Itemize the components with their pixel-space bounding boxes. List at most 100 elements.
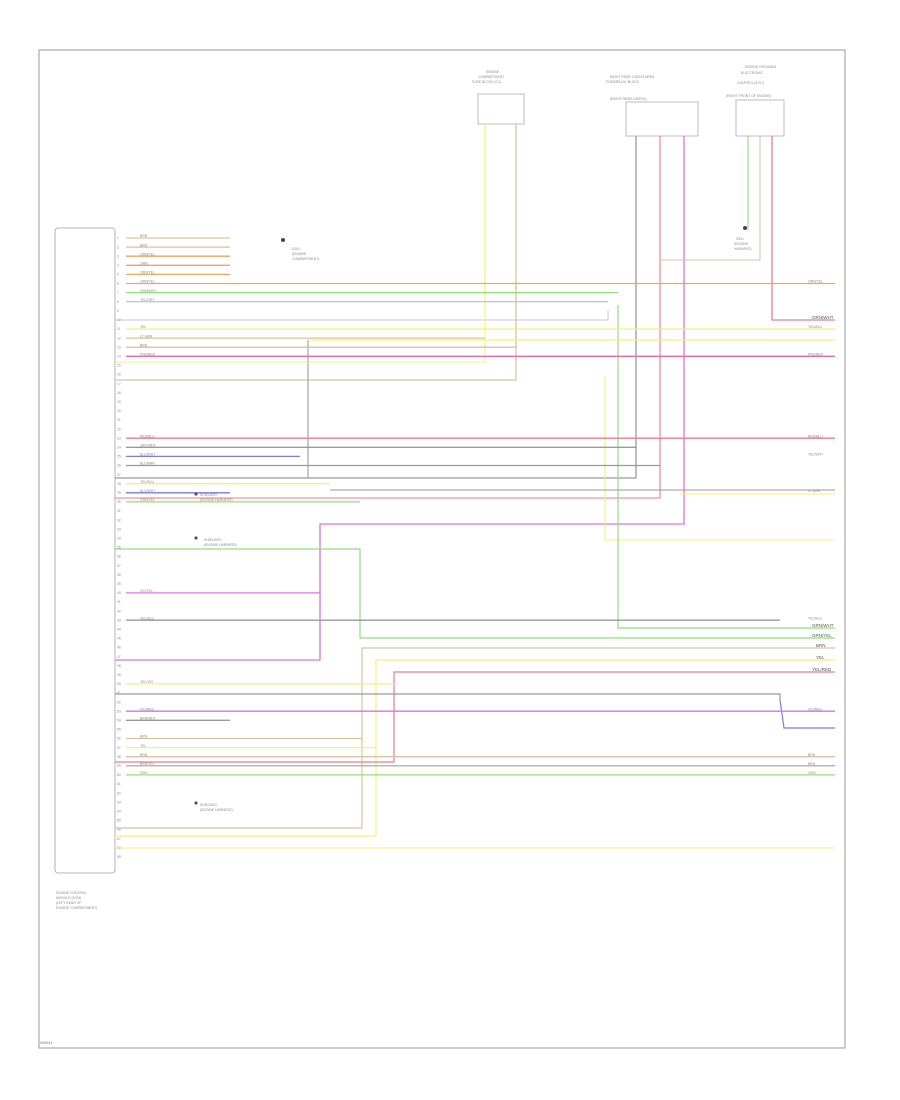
ecm-pin-code: 17 [117,382,121,386]
vertical-wires [115,124,835,849]
red-loop [115,671,835,763]
blue-short [779,699,835,729]
ecm-pin-code: 18 [117,391,121,395]
wire-label: YEL/GRY [140,298,155,302]
wire-label: BLU/WHT [140,453,155,457]
ecm-label-line-3: (LEFT REAR OF [56,901,81,905]
wire-label: YEL/VIO [140,680,154,684]
wire-label: PNK/RED [140,353,156,357]
ecm-pin-code: 51 [117,691,121,695]
right-label-4: YEL [816,655,825,660]
splice-top-line-1: S101 [292,247,300,251]
wire-end-label: PNK/RED [808,353,824,357]
ecm-pin-code: 52 [117,700,121,704]
splice-dot-top [281,238,285,242]
ecm-pin-code: 66 [117,828,121,832]
shield-dot-1 [194,492,198,496]
ecm-pin-code: 38 [117,573,121,577]
ecm-pin-code: 53 [117,709,121,713]
ecm-pin-code: 13 [117,345,121,349]
splice-top-line-2: (ENGINE [292,252,307,256]
ecm-pin-code: 30 [117,500,121,504]
yellow-loop [604,376,835,541]
right-label-3: BRN [816,643,826,648]
wire-label: GRN [140,771,148,775]
wire-label: BRN [140,343,148,347]
ecm-pin-code: 45 [117,637,121,641]
drop-tan-c3 [660,136,761,261]
component-c3-line-1: ENGINE GROUNDS [745,65,777,69]
ecm-pin-code: 34 [117,537,121,541]
wire-end-label: BRN [808,762,816,766]
ecm-pin-code: 62 [117,791,121,795]
ecm-pin-code: 36 [117,555,121,559]
ecm-pin-code: 6 [117,282,119,286]
ecm-pin-code: 55 [117,728,121,732]
wire-label: YEL/BLU [140,480,154,484]
ecm-pin-code: 37 [117,564,121,568]
wire-label: BRN/YEL [140,762,155,766]
ecm-pin-code: 59 [117,764,121,768]
ecm-pin-code: 54 [117,719,121,723]
wire-label: VIO/RED [140,707,154,711]
ecm-pin-code: 63 [117,800,121,804]
ecm-pin-code: 23 [117,436,121,440]
ecm-pin-code: 35 [117,546,121,550]
right-label-2: GRN/YEL [812,633,832,638]
component-c3-line-4: (RIGHT FRONT OF ENGINE) [726,94,771,98]
wire-label: YEL [140,325,147,329]
ecm-pin-code: 40 [117,591,121,595]
ecm-pin-code: 16 [117,373,121,377]
wire-label: ORN/YEL [140,252,155,256]
wire-label: GRN/WHT [140,289,156,293]
ecm-pin-code: 3 [117,254,119,258]
green-loop [617,305,835,629]
ecm-pin-code: 24 [117,446,121,450]
shield-2-line-2: (ENGINE HARNESS) [204,543,237,547]
shield-1-line-2: (ENGINE HARNESS) [200,498,233,502]
ground-dot-right [743,226,747,230]
component-engine-fuse-block: ENGINE COMPARTMENT FUSE BLOCK (C1) [472,70,525,125]
component-c2-line-3: (RIGHT REAR CARGO) [610,97,646,101]
right-label-6: ORN/WHT [812,315,834,320]
green-loop-2 [115,548,835,639]
ecm-pin-code: 65 [117,819,121,823]
drop-gray-c2 [115,136,637,479]
wire-label: GRN/YEL [140,498,155,502]
component-engine-grounds: ENGINE GROUNDS ELECTRONIC CONTROL (ECC) … [726,65,785,137]
ecm-pin-code: 42 [117,609,121,613]
wire-end-label: ORN/YEL [808,280,823,284]
ecm-pin-code: 4 [117,264,119,268]
shield-1-line-1: SHIELDED [200,493,218,497]
wire-end-label: YEL/WHT [808,453,823,457]
ecm-pin-code: 69 [117,855,121,859]
wire-label: BLU/BRN [140,462,155,466]
component-c1-line-1: ENGINE [486,70,500,74]
wire-end-label: BRN [808,753,816,757]
ecm-pin-code: 58 [117,755,121,759]
wire-label: ORN [140,262,148,266]
wire-end-label: GRN [808,771,816,775]
right-label-1: GRN/WHT [812,623,834,628]
ecm-pin-code: 47 [117,655,121,659]
ecm-pin-code: 12 [117,336,121,340]
wire-label: BRN [140,234,148,238]
ground-right-line-3: HARNESS) [734,247,752,251]
yellow-c1-to-row [115,300,486,363]
gray-loop [115,693,781,700]
annotations: S101 (ENGINE COMPARTMENT) SHIELDED (ENGI… [40,226,752,1045]
wire-label: YEL [140,744,147,748]
drop-magenta-c2 [115,136,685,661]
ecm-pin-code: 39 [117,582,121,586]
wire-label: VIO/YEL [140,589,153,593]
component-c1-line-2: COMPARTMENT [478,75,504,79]
wire-end-label: LT GRN [808,489,821,493]
ecm-pin-code: 49 [117,673,121,677]
component-c2-line-1: RIGHT REAR CARGO AREA [610,75,655,79]
ecm-pin-code: 50 [117,682,121,686]
ecm-pin-code: 31 [117,509,121,513]
ecm-pin-code: 43 [117,618,121,622]
corner-code: W0041 [40,1040,53,1045]
ecm-pin-code: 22 [117,427,121,431]
